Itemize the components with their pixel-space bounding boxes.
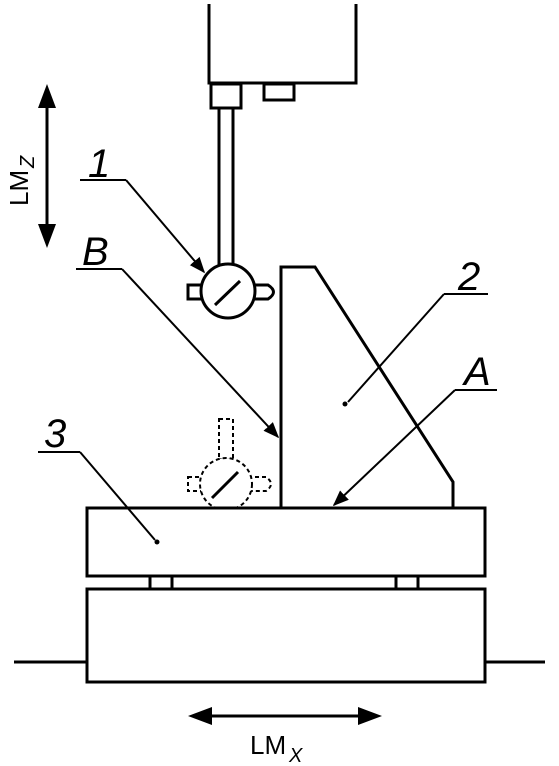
lmz-arrow (38, 84, 56, 248)
machine-head (207, 4, 358, 110)
label-lmx-base: LM (250, 730, 286, 760)
machine-table (14, 506, 545, 684)
label-part-1: 1 (88, 142, 110, 186)
base-slide (85, 587, 487, 684)
leader-lines (38, 179, 497, 545)
label-lmx: LM X (250, 730, 303, 766)
table-support-right (394, 574, 420, 591)
leader-2-dot (342, 401, 348, 407)
label-part-3: 3 (44, 412, 66, 456)
leader-2-line (347, 293, 445, 403)
label-point-B: B (82, 230, 109, 274)
label-lmx-subscript: X (288, 745, 303, 766)
dial-indicator-alternate-position (187, 418, 272, 511)
work-table (85, 506, 487, 578)
alt-dial-stem (218, 418, 234, 460)
leader-3-dot (154, 539, 160, 545)
leader-3-line (79, 451, 156, 541)
angle-block (279, 265, 455, 510)
head-small-block (262, 82, 296, 102)
dial-indicator (186, 262, 275, 320)
lmx-arrow (188, 707, 382, 725)
label-part-2: 2 (457, 255, 480, 299)
head-clamp-block (209, 82, 243, 110)
alt-dial-needle (210, 470, 240, 500)
label-point-A: A (462, 350, 491, 394)
probe-stem (217, 108, 235, 270)
table-support-left (148, 574, 174, 591)
label-lmz: LM Z (4, 155, 39, 206)
dial-needle (213, 279, 242, 307)
leader-1-arrow (125, 179, 206, 274)
leader-A-arrow (332, 389, 456, 507)
alt-dial-right-contact (247, 476, 272, 492)
leader-B-arrow (121, 268, 280, 439)
label-lmz-subscript: Z (17, 155, 39, 169)
label-lmz-base: LM (4, 170, 34, 206)
